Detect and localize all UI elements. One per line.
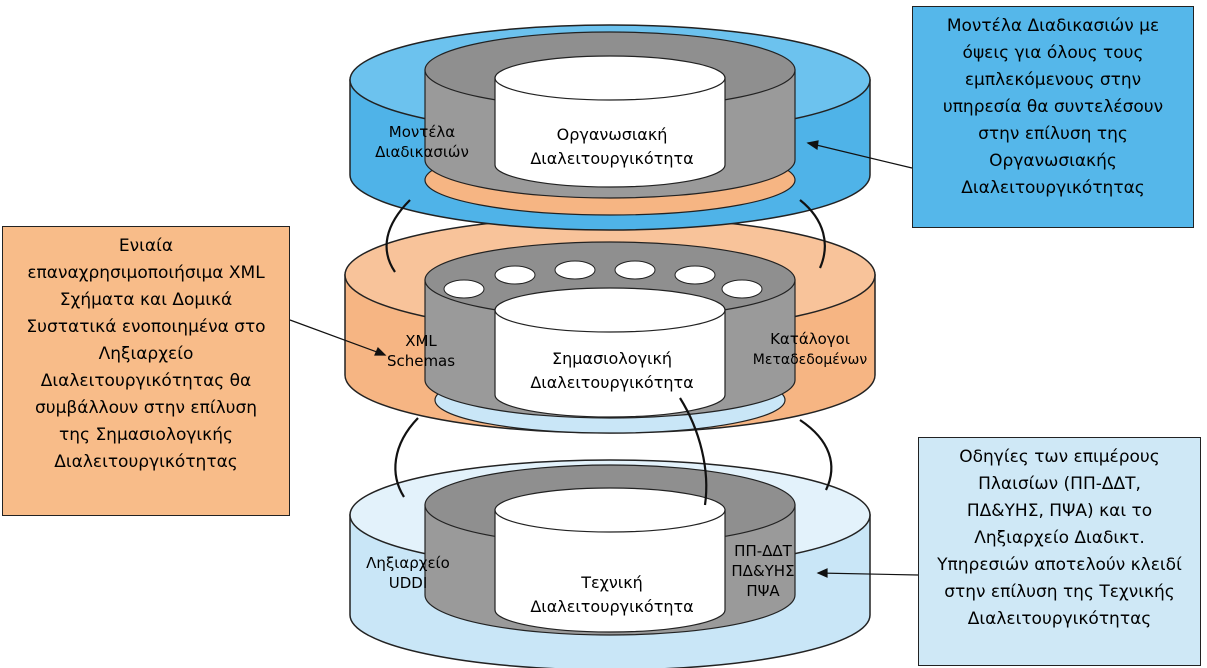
schema-disc: [494, 265, 536, 285]
middle-left-label: XML: [405, 332, 437, 350]
bottom-center-label: Διαλειτουργικότητα: [530, 597, 693, 616]
middle-center-label: Διαλειτουργικότητα: [530, 373, 693, 392]
connector-curve: [394, 417, 419, 498]
connector-curve: [799, 199, 826, 269]
connector-curve: [679, 397, 708, 506]
schema-disc: [554, 260, 596, 280]
top-center-label: Διαλειτουργικότητα: [530, 149, 693, 168]
top-layer: [349, 24, 871, 231]
technical-callout: Οδηγίες των επιμέρους Πλαισίων (ΠΠ-ΔΔΤ, …: [918, 437, 1201, 666]
bottom-left-label: Ληξιαρχείο: [366, 554, 450, 572]
bottom-right-label: ΠΔ&ΥΗΣ: [731, 562, 794, 580]
schema-disc: [721, 279, 763, 299]
schema-disc: [614, 260, 656, 280]
top-side-label: Μοντέλα: [389, 123, 456, 141]
organizational-callout: Μοντέλα Διαδικασιών με όψεις για όλους τ…: [912, 6, 1194, 228]
bottom-left-label: UDDI: [389, 574, 428, 592]
semantic-callout: Ενιαία επαναχρησιμοποιήσιμα XML Σχήματα …: [2, 226, 290, 516]
bottom-right-label: ΠΨΑ: [746, 582, 780, 600]
middle-center-label: Σημασιολογική: [552, 349, 672, 368]
bottom-layer: [349, 459, 871, 668]
middle-right-label: Κατάλογοι: [770, 330, 850, 348]
connector-curve: [385, 199, 411, 273]
schema-disc: [443, 279, 485, 299]
middle-right-label: Μεταδεδομένων: [753, 352, 868, 368]
connector-curve: [799, 419, 833, 491]
callout-pointers: [289, 140, 919, 578]
middle-layer: [344, 216, 876, 434]
bottom-right-label: ΠΠ-ΔΔΤ: [734, 542, 792, 560]
middle-left-label: Schemas: [387, 352, 455, 370]
top-side-label: Διαδικασιών: [375, 143, 469, 161]
schema-disc: [674, 265, 716, 285]
top-center-label: Οργανωσιακή: [557, 125, 668, 144]
connector-curves: [385, 199, 833, 506]
bottom-center-label: Τεχνική: [580, 573, 643, 592]
